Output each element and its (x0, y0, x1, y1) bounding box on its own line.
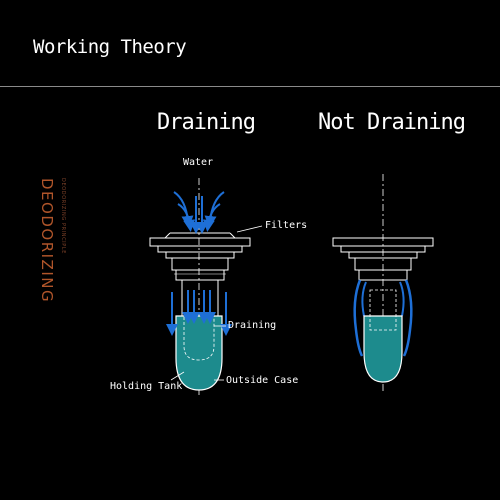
draining-drain (149, 178, 263, 398)
not-draining-drain (332, 174, 434, 392)
inner-cup (183, 312, 215, 361)
filters-label: Filters (265, 220, 308, 231)
page-title: Working Theory (33, 36, 187, 58)
side-brand-label: DEODORIZING (38, 178, 56, 304)
holding-tank (175, 315, 223, 391)
water-label: Water (183, 157, 214, 168)
side-brand-sublabel: DEODORIZING PRINCIPLE (60, 178, 66, 255)
outside-case-label: Outside Case (226, 375, 299, 386)
holding-tank-label: Holding Tank (110, 381, 183, 392)
draining-label: Draining (228, 320, 277, 331)
draining-heading: Draining (157, 110, 256, 135)
title-divider (0, 86, 500, 87)
not-draining-heading: Not Draining (318, 110, 466, 135)
